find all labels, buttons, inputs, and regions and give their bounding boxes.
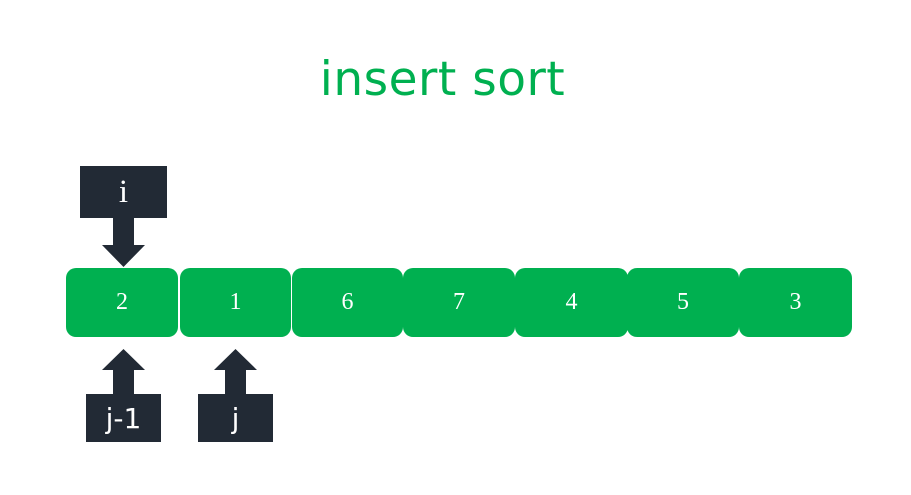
array-cell-4: 4 (515, 268, 628, 337)
array-cell-0: 2 (66, 268, 178, 337)
pointer-j-minus-1-shape (86, 349, 161, 442)
array-cell-1: 1 (180, 268, 291, 337)
pointer-i-shape (80, 166, 167, 267)
diagram-title: insert sort (319, 52, 566, 107)
pointer-j-label: j (231, 401, 240, 435)
array: 2 1 6 7 4 5 3 (66, 268, 852, 337)
array-cell-5: 5 (627, 268, 739, 337)
pointer-j-minus-1: j-1 (86, 349, 161, 442)
array-cell-2: 6 (292, 268, 403, 337)
array-cell-6: 3 (739, 268, 852, 337)
pointer-i-label: i (118, 173, 129, 210)
pointer-j: j (198, 349, 273, 442)
pointer-j-shape (198, 349, 273, 442)
pointer-j-minus-1-label: j-1 (105, 401, 142, 435)
array-cell-3: 7 (403, 268, 515, 337)
pointer-i: i (80, 166, 167, 269)
